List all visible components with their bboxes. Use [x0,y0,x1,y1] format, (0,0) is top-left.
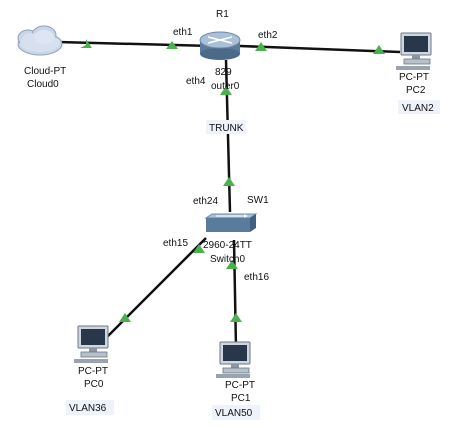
link-cloud-r1[interactable] [57,40,213,48]
link-r1-sw1[interactable] [224,59,232,213]
port-up-icon [226,260,238,269]
links [57,40,401,349]
pc1-vlan-note: VLAN50 [215,408,253,419]
port-up-icon [230,313,242,322]
pc2-device[interactable]: PC-PT PC2 VLAN2 [396,32,440,114]
link-sw1-pc1[interactable] [232,239,238,349]
pc-icon [74,325,109,363]
link-r1-pc2[interactable] [239,44,401,54]
sw1-device[interactable]: SW1 2960-24TT Switch0 [203,195,269,265]
link-sw1-pc0-port-label: eth15 [163,238,188,249]
pc2-name-label: PC2 [406,85,426,96]
link-sw1-pc0[interactable] [103,237,207,341]
pc0-name-label: PC0 [84,379,104,390]
port-up-icon [373,45,385,54]
pc-icon [216,341,251,378]
port-up-icon [119,313,131,322]
r1-name-label: outer0 [211,81,240,92]
pc1-device[interactable]: PC-PT PC1 VLAN50 [212,341,260,420]
link-r1-sw1-top-port-label: eth4 [186,76,206,87]
pc2-model-label: PC-PT [399,72,429,83]
pc1-model-label: PC-PT [225,380,255,391]
link-sw1-pc1-port-label: eth16 [244,272,269,283]
port-up-icon [193,244,205,253]
cloud0-device[interactable]: Cloud-PT Cloud0 [17,25,66,90]
r1-title-label: R1 [216,9,229,20]
r1-device[interactable]: R1 829 outer0 [199,9,241,92]
link-cloud-r1-port-label: eth1 [173,27,193,38]
link-r1-pc2-port-label: eth2 [258,30,278,41]
switch-icon [204,213,258,232]
link-r1-sw1-bottom-port-label: eth24 [193,196,218,207]
router-icon [199,31,241,60]
port-up-icon [220,86,232,95]
pc0-vlan-note: VLAN36 [69,403,107,414]
pc0-model-label: PC-PT [78,366,108,377]
port-up-icon [223,177,235,186]
cloud0-model-label: Cloud-PT [24,66,66,77]
sw1-model-label: 2960-24TT [203,240,252,251]
port-up-icon [166,41,178,49]
sw1-title-label: SW1 [247,195,269,206]
sw1-name-label: Switch0 [210,254,245,265]
port-up-icon [80,39,92,48]
pc-icon [396,32,432,70]
pc2-vlan-note: VLAN2 [402,103,434,114]
port-indicators [80,39,385,322]
pc0-device[interactable]: PC-PT PC0 VLAN36 [66,325,114,415]
cloud0-name-label: Cloud0 [27,79,59,90]
cloud-icon [17,25,63,56]
trunk-link-label: TRUNK [209,123,244,134]
pc1-name-label: PC1 [231,393,251,404]
r1-model-label: 829 [215,67,232,78]
link-labels: eth1 eth2 eth4 TRUNK eth24 eth15 eth16 [163,27,278,283]
port-up-icon [255,42,267,51]
